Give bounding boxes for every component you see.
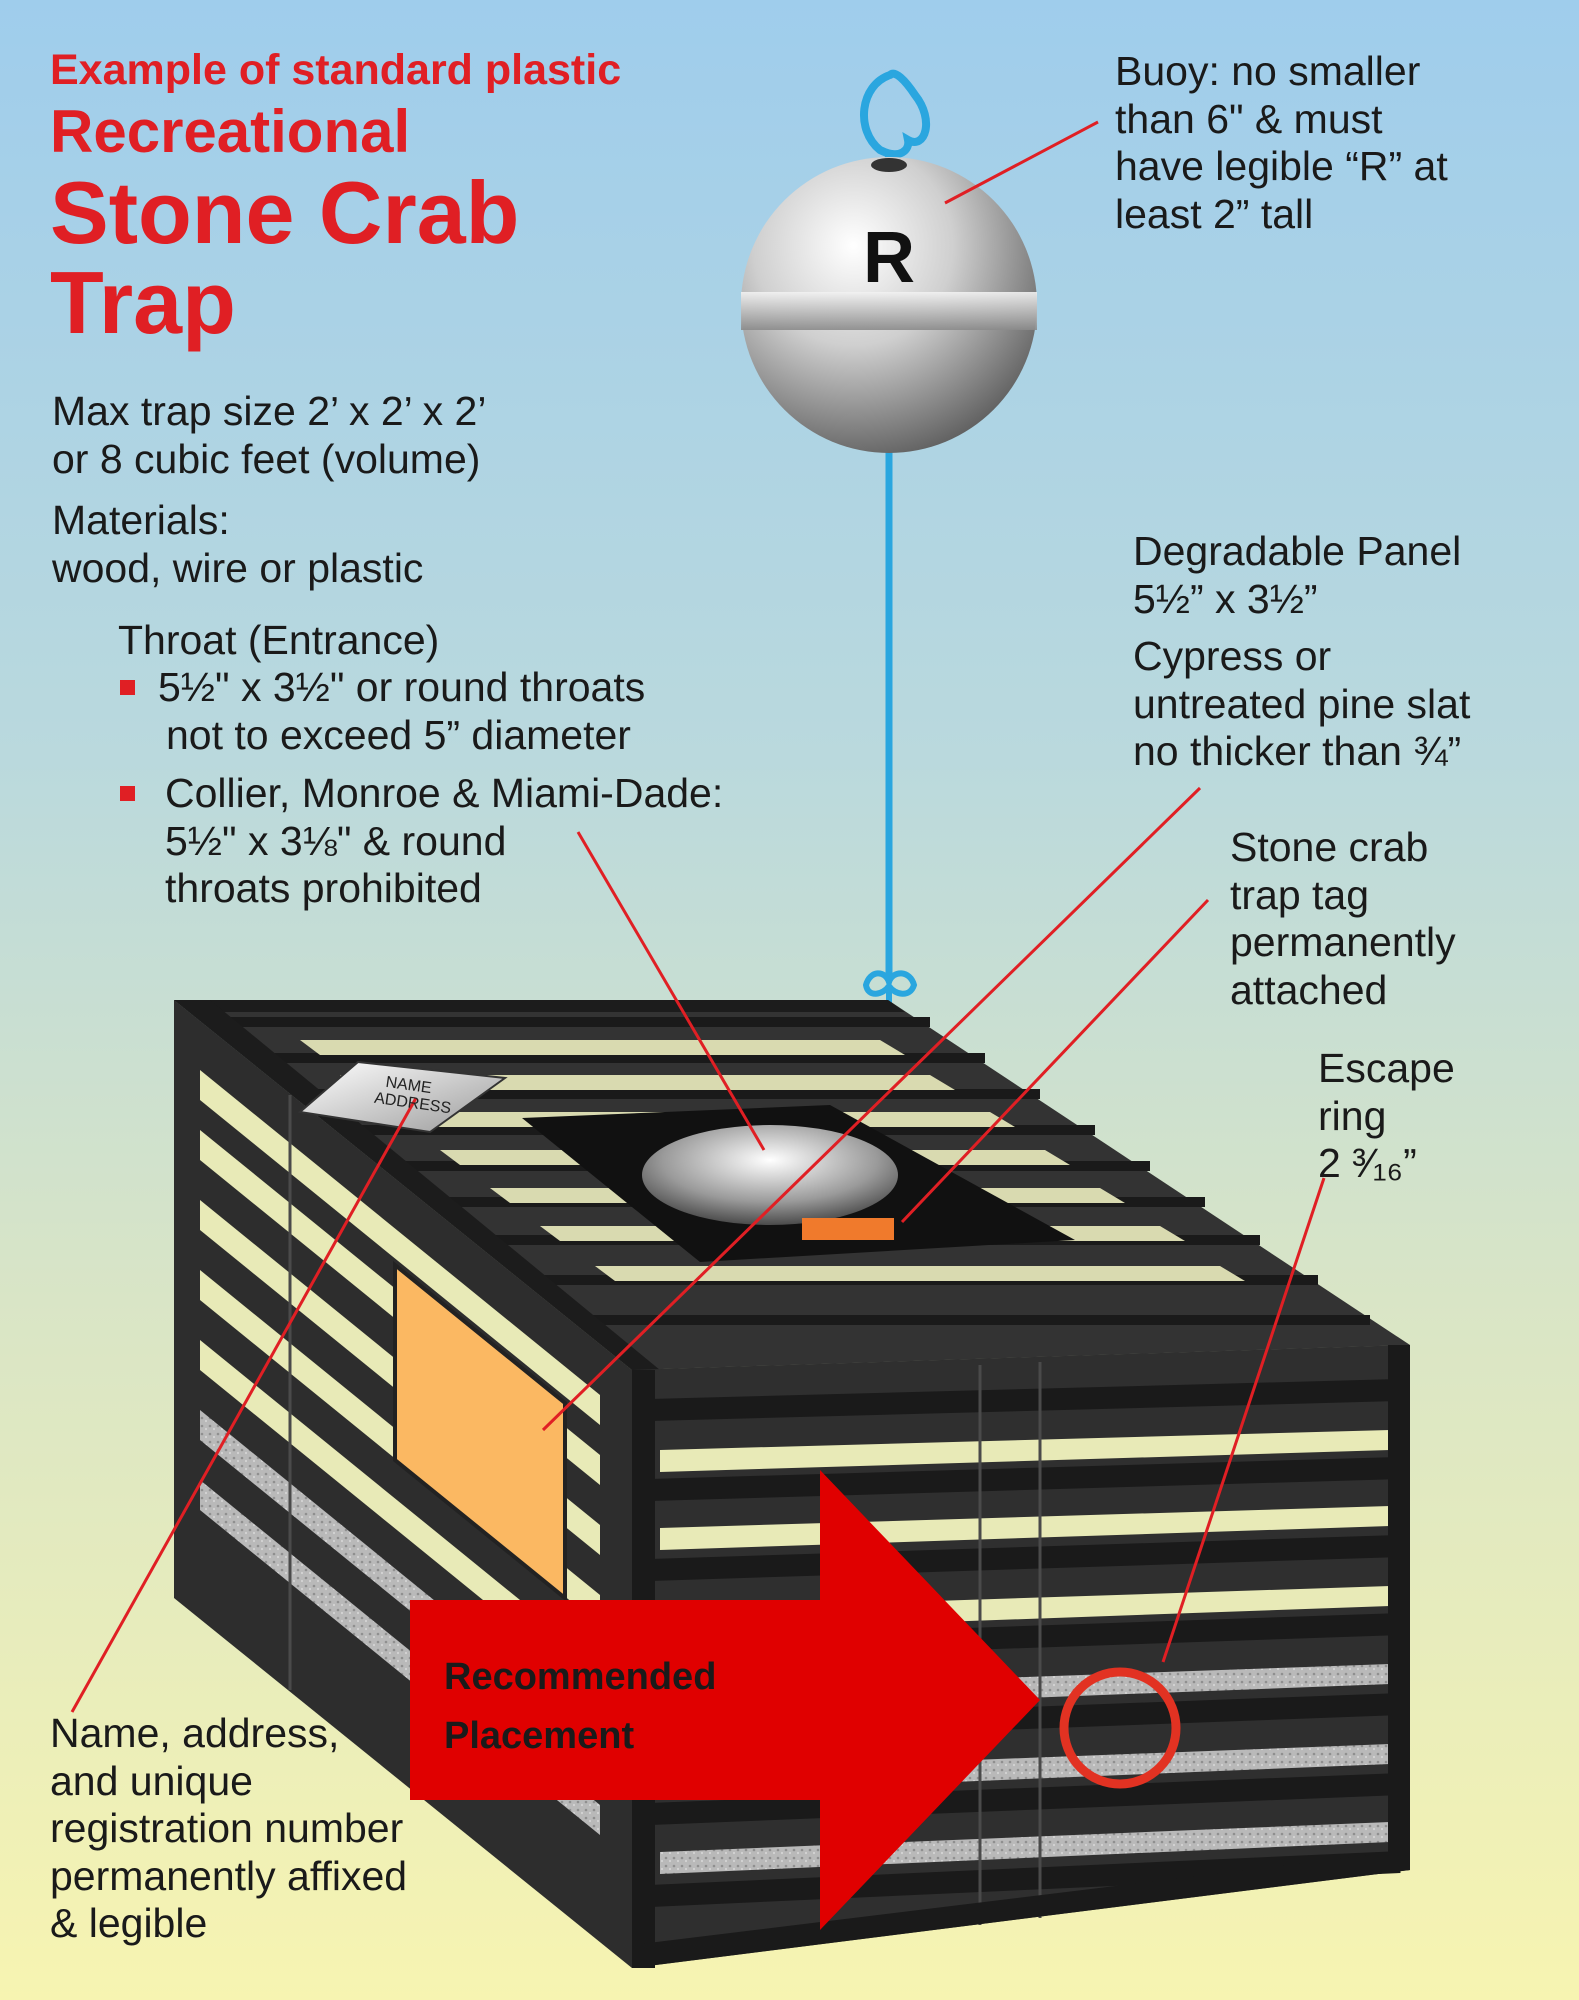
name-note-line1: Name, address, xyxy=(50,1710,340,1756)
materials-spec: Materials: wood, wire or plastic xyxy=(52,497,423,592)
throat-bullet2: Collier, Monroe & Miami-Dade: 5½" x 3⅛" … xyxy=(165,770,723,913)
throat-bullet1-line1: 5½" x 3½" or round throats xyxy=(158,664,646,710)
placement-label-line1: Recommended xyxy=(444,1656,717,1698)
throat-bullet1-line2: not to exceed 5” diameter xyxy=(166,711,631,758)
degradable-panel xyxy=(393,1260,567,1603)
name-note-line3: registration number xyxy=(50,1805,404,1852)
ring-note-line2: ring xyxy=(1318,1092,1387,1139)
materials-label: Materials: xyxy=(52,497,230,543)
panel-note-line2: 5½” x 3½” xyxy=(1133,575,1318,622)
panel-note-line4: untreated pine slat xyxy=(1133,680,1471,727)
title-line2: Recreational xyxy=(50,98,411,165)
name-note-line5: & legible xyxy=(50,1900,208,1947)
panel-note-line1: Degradable Panel xyxy=(1133,528,1462,574)
callout-lines xyxy=(70,120,1326,1713)
escape-ring xyxy=(1059,1667,1181,1789)
throat-opening xyxy=(642,1125,898,1225)
throat-bullet2-line3: throats prohibited xyxy=(165,865,482,912)
title-line4: Trap xyxy=(50,252,236,352)
panel-note-line5: no thicker than ¾” xyxy=(1133,728,1462,775)
throat-bullet1: 5½" x 3½" or round throats not to exceed… xyxy=(158,664,645,759)
tag-note-line3: permanently xyxy=(1230,919,1456,966)
buoy-letter: R xyxy=(863,218,915,298)
materials-value: wood, wire or plastic xyxy=(52,544,424,591)
title-main: Stone Crab Trap xyxy=(50,168,519,348)
ring-note-line1: Escape xyxy=(1318,1045,1455,1091)
name-note-line4: permanently affixed xyxy=(50,1852,408,1899)
trap-size-spec: Max trap size 2’ x 2’ x 2’ or 8 cubic fe… xyxy=(52,388,486,483)
trap-tag xyxy=(802,1218,894,1240)
buoy-note-line1: Buoy: no smaller xyxy=(1115,48,1421,94)
nameplate-line1: NAME xyxy=(385,1074,433,1097)
name-note: Name, address, and unique registration n… xyxy=(50,1710,407,1948)
tag-note-line1: Stone crab xyxy=(1230,824,1429,870)
tag-note-line4: attached xyxy=(1230,966,1388,1013)
title-line1: Example of standard plastic xyxy=(50,46,622,94)
buoy-note-line4: least 2” tall xyxy=(1115,190,1314,237)
panel-note: Degradable Panel 5½” x 3½” Cypress or un… xyxy=(1133,528,1470,776)
nameplate xyxy=(297,1060,508,1134)
title-line3: Stone Crab xyxy=(50,163,520,262)
placement-label-line2: Placement xyxy=(444,1714,635,1757)
tag-note: Stone crab trap tag permanently attached xyxy=(1230,824,1456,1014)
throat-heading: Throat (Entrance) xyxy=(118,617,440,663)
placement-label: Recommended Placement xyxy=(444,1648,716,1766)
throat-bullet2-marker xyxy=(120,786,135,801)
placement-arrow xyxy=(410,1470,1040,1930)
buoy-note: Buoy: no smaller than 6" & must have leg… xyxy=(1115,48,1448,238)
ring-note-line3: 2 ³⁄₁₆” xyxy=(1318,1140,1417,1187)
ring-note: Escape ring 2 ³⁄₁₆” xyxy=(1318,1045,1455,1188)
buoy xyxy=(741,157,1037,453)
throat-bullet2-line1: Collier, Monroe & Miami-Dade: xyxy=(165,770,724,816)
buoy-rope xyxy=(860,69,931,1010)
throat-bullet1-marker xyxy=(120,680,135,695)
name-note-line2: and unique xyxy=(50,1757,253,1804)
panel-note-line3: Cypress or xyxy=(1133,633,1332,680)
buoy-note-line2: than 6" & must xyxy=(1115,95,1383,142)
throat-bullet2-line2: 5½" x 3⅛" & round xyxy=(165,817,507,864)
trap-size-line1: Max trap size 2’ x 2’ x 2’ xyxy=(52,388,487,434)
tag-note-line2: trap tag xyxy=(1230,871,1370,918)
trap-size-line2: or 8 cubic feet (volume) xyxy=(52,435,481,482)
buoy-note-line3: have legible “R” at xyxy=(1115,143,1448,190)
